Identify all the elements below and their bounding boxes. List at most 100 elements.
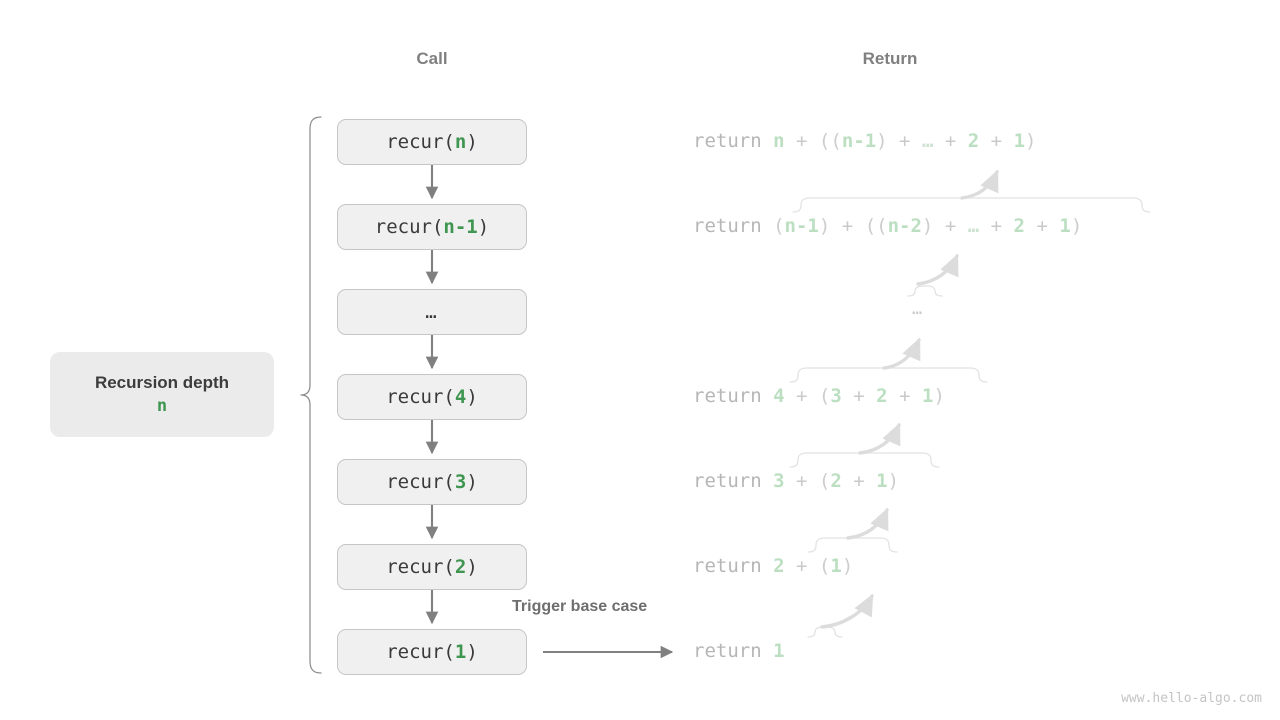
watermark: www.hello-algo.com [1121, 691, 1262, 706]
space [888, 130, 899, 152]
return-value: n-1 [784, 215, 819, 237]
recursion-depth-brace [300, 116, 322, 674]
return-value: 2 [773, 555, 785, 577]
call-box[interactable]: recur(4) [337, 374, 527, 420]
space [956, 215, 967, 237]
trigger-base-case-label: Trigger base case [512, 598, 648, 615]
call-box-arg: 1 [454, 641, 467, 663]
space [933, 215, 944, 237]
call-box-suffix: ) [466, 471, 478, 493]
return-line: return 3 + (2 + 1) [693, 472, 899, 491]
space [807, 130, 818, 152]
return-keyword: return [693, 385, 762, 407]
space [785, 385, 796, 407]
space [1025, 215, 1036, 237]
paren: ( [876, 215, 888, 237]
paren: ( [864, 215, 877, 237]
plus-operator: + [944, 130, 957, 152]
return-value: 2 [876, 385, 888, 407]
return-value: 1 [773, 640, 785, 662]
return-line: return 1 [693, 642, 785, 661]
return-value: 1 [876, 470, 888, 492]
space [842, 470, 853, 492]
call-box-prefix: recur( [386, 471, 455, 493]
column-header-call: Call [416, 49, 448, 68]
call-box-suffix: ) [466, 641, 478, 663]
call-box[interactable]: recur(n) [337, 119, 527, 165]
call-box-arg: 3 [454, 471, 467, 493]
space [865, 470, 876, 492]
ellipsis-icon: … [967, 215, 980, 237]
call-box-arg: n-1 [443, 216, 478, 238]
paren: ( [773, 215, 785, 237]
paren: ) [841, 555, 854, 577]
return-value: n-1 [841, 130, 877, 152]
return-line: return 4 + (3 + 2 + 1) [693, 387, 945, 406]
plus-operator: + [990, 215, 1003, 237]
return-keyword: return [693, 215, 762, 237]
return-keyword: return [693, 470, 762, 492]
return-line-ellipsis: … [912, 299, 926, 319]
call-box[interactable]: recur(3) [337, 459, 527, 505]
call-box[interactable]: recur(n-1) [337, 204, 527, 250]
column-header-return: Return [862, 49, 918, 68]
call-box-ellipsis[interactable]: … [337, 289, 527, 335]
space [956, 130, 967, 152]
space [853, 215, 864, 237]
call-box-prefix: recur( [374, 216, 444, 238]
plus-operator: + [796, 385, 808, 407]
paren: ( [830, 130, 842, 152]
paren: ) [933, 385, 945, 407]
return-value: n-2 [887, 215, 922, 237]
return-value: 2 [830, 470, 842, 492]
return-value: 2 [1013, 215, 1025, 237]
space [785, 555, 796, 577]
call-box[interactable]: recur(1) [337, 629, 527, 675]
ellipsis-icon: … [921, 130, 934, 152]
space [762, 130, 773, 152]
plus-operator: + [796, 555, 808, 577]
return-keyword: return [693, 555, 762, 577]
paren: ( [818, 555, 831, 577]
space [888, 385, 899, 407]
space [979, 130, 990, 152]
call-box-suffix: ) [466, 131, 478, 153]
return-line: return 2 + (1) [693, 557, 853, 576]
recursion-depth-title: Recursion depth [94, 372, 230, 392]
call-box-prefix: recur( [386, 556, 455, 578]
call-box[interactable]: recur(2) [337, 544, 527, 590]
space [842, 385, 853, 407]
paren: ) [1070, 215, 1083, 237]
space [1002, 215, 1013, 237]
return-line: return (n-1) + ((n-2) + … + 2 + 1) [693, 217, 1082, 236]
paren: ) [887, 470, 900, 492]
space [911, 385, 922, 407]
plus-operator: + [899, 130, 911, 152]
call-box-suffix: ) [466, 556, 478, 578]
call-box-suffix: ) [466, 386, 478, 408]
plus-operator: + [796, 130, 808, 152]
call-box-suffix: ) [477, 216, 490, 238]
call-box-prefix: recur( [386, 386, 455, 408]
space [1048, 215, 1059, 237]
call-box-arg: 4 [454, 386, 467, 408]
plus-operator: + [1036, 215, 1048, 237]
paren: ) [876, 130, 888, 152]
paren: ) [921, 215, 934, 237]
plus-operator: + [853, 385, 865, 407]
space [807, 385, 818, 407]
plus-operator: + [841, 215, 854, 237]
paren: ( [818, 385, 831, 407]
return-value: 1 [1059, 215, 1071, 237]
paren: ( [818, 470, 831, 492]
paren: ) [818, 215, 831, 237]
plus-operator: + [853, 470, 865, 492]
return-value: 1 [921, 385, 934, 407]
recursion-depth-panel: Recursion depth n [50, 352, 274, 437]
space [830, 215, 841, 237]
return-value: 1 [830, 555, 842, 577]
call-box-arg: n [454, 131, 467, 153]
space [762, 470, 773, 492]
plus-operator: + [990, 130, 1003, 152]
